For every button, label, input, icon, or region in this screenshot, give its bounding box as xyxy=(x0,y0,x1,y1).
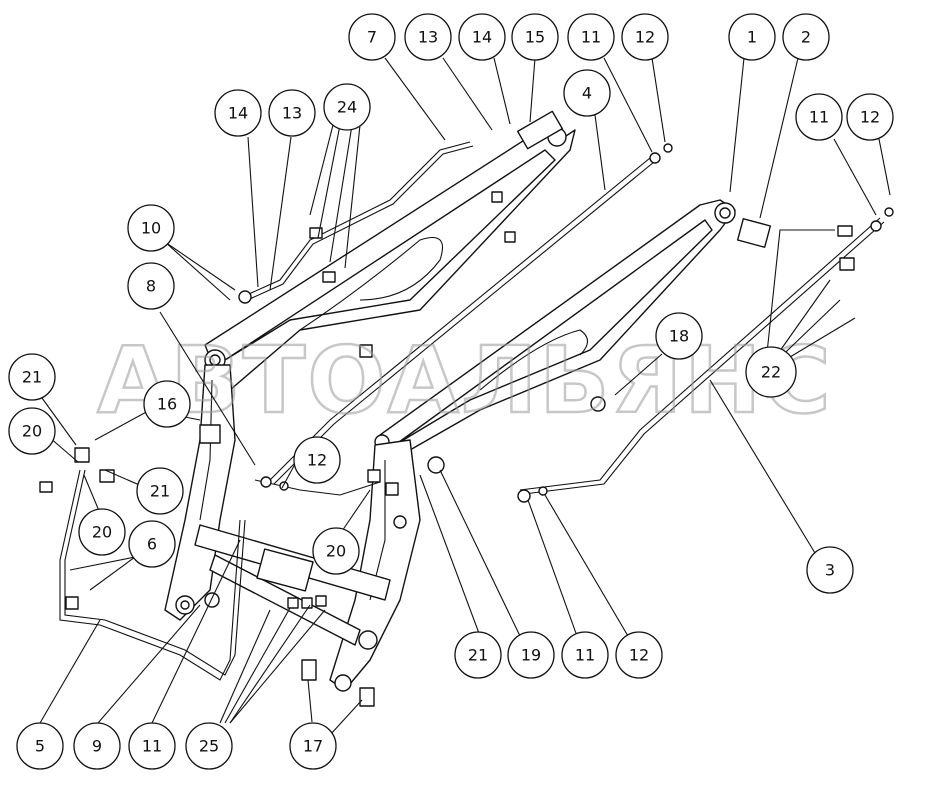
svg-text:12: 12 xyxy=(629,646,649,665)
svg-text:11: 11 xyxy=(142,737,162,756)
callout-15[interactable]: 15 xyxy=(511,13,559,61)
svg-text:5: 5 xyxy=(35,737,45,756)
svg-text:8: 8 xyxy=(146,277,156,296)
svg-text:24: 24 xyxy=(337,98,357,117)
hydraulic-pipes xyxy=(59,141,885,681)
svg-text:11: 11 xyxy=(575,646,595,665)
callout-22[interactable]: 22 xyxy=(745,346,797,398)
svg-text:16: 16 xyxy=(157,395,177,414)
callout-4[interactable]: 4 xyxy=(563,69,611,117)
callout-14[interactable]: 14 xyxy=(214,89,262,137)
svg-text:21: 21 xyxy=(468,646,488,665)
callout-3[interactable]: 3 xyxy=(806,546,854,594)
callout-7[interactable]: 7 xyxy=(348,13,396,61)
svg-text:3: 3 xyxy=(825,561,835,580)
assembly-drawing xyxy=(39,110,894,707)
callout-12[interactable]: 12 xyxy=(846,93,894,141)
callout-21[interactable]: 21 xyxy=(136,467,184,515)
callout-13[interactable]: 13 xyxy=(268,89,316,137)
callout-11[interactable]: 11 xyxy=(567,13,615,61)
svg-text:12: 12 xyxy=(635,28,655,47)
callout-5[interactable]: 5 xyxy=(16,722,64,770)
callout-13[interactable]: 13 xyxy=(404,13,452,61)
callout-24[interactable]: 24 xyxy=(323,83,371,131)
callout-21[interactable]: 21 xyxy=(454,631,502,679)
callout-11[interactable]: 11 xyxy=(561,631,609,679)
svg-text:6: 6 xyxy=(147,535,157,554)
callout-8[interactable]: 8 xyxy=(127,262,175,310)
svg-text:20: 20 xyxy=(92,523,112,542)
svg-text:14: 14 xyxy=(228,104,248,123)
svg-text:25: 25 xyxy=(199,737,219,756)
right-boom-arm xyxy=(374,199,736,456)
svg-text:17: 17 xyxy=(303,737,323,756)
callout-2[interactable]: 2 xyxy=(782,13,830,61)
callout-6[interactable]: 6 xyxy=(128,520,176,568)
watermark-text: АВТОАЛЬЯНС xyxy=(97,327,832,434)
svg-text:20: 20 xyxy=(326,542,346,561)
svg-text:10: 10 xyxy=(141,219,161,238)
svg-text:22: 22 xyxy=(761,363,781,382)
callout-21[interactable]: 21 xyxy=(8,353,56,401)
callout-11[interactable]: 11 xyxy=(795,93,843,141)
left-boom-arm xyxy=(204,127,576,391)
callout-17[interactable]: 17 xyxy=(289,722,337,770)
callout-12[interactable]: 12 xyxy=(621,13,669,61)
svg-text:21: 21 xyxy=(22,368,42,387)
svg-text:13: 13 xyxy=(418,28,438,47)
svg-text:7: 7 xyxy=(367,28,377,47)
svg-text:1: 1 xyxy=(747,28,757,47)
svg-text:9: 9 xyxy=(92,737,102,756)
callout-20[interactable]: 20 xyxy=(8,407,56,455)
svg-text:19: 19 xyxy=(521,646,541,665)
svg-text:14: 14 xyxy=(472,28,492,47)
callout-19[interactable]: 19 xyxy=(507,631,555,679)
callout-12[interactable]: 12 xyxy=(293,436,341,484)
svg-text:13: 13 xyxy=(282,104,302,123)
callout-20[interactable]: 20 xyxy=(312,527,360,575)
callout-20[interactable]: 20 xyxy=(78,508,126,556)
svg-text:11: 11 xyxy=(809,108,829,127)
callout-9[interactable]: 9 xyxy=(73,722,121,770)
callout-10[interactable]: 10 xyxy=(127,204,175,252)
svg-text:12: 12 xyxy=(860,108,880,127)
svg-text:15: 15 xyxy=(525,28,545,47)
callout-11[interactable]: 11 xyxy=(128,722,176,770)
svg-text:2: 2 xyxy=(801,28,811,47)
callout-14[interactable]: 14 xyxy=(458,13,506,61)
callout-12[interactable]: 12 xyxy=(615,631,663,679)
callout-18[interactable]: 18 xyxy=(655,312,703,360)
callouts: 7 13 14 15 11 12 1 2 4 11 12 14 13 24 10… xyxy=(8,13,894,770)
svg-text:4: 4 xyxy=(582,84,592,103)
left-lower-arm xyxy=(164,364,236,621)
callout-25[interactable]: 25 xyxy=(185,722,233,770)
callout-1[interactable]: 1 xyxy=(728,13,776,61)
svg-text:21: 21 xyxy=(150,482,170,501)
svg-text:12: 12 xyxy=(307,451,327,470)
svg-text:20: 20 xyxy=(22,422,42,441)
svg-text:18: 18 xyxy=(669,327,689,346)
svg-text:11: 11 xyxy=(581,28,601,47)
callout-16[interactable]: 16 xyxy=(143,380,191,428)
